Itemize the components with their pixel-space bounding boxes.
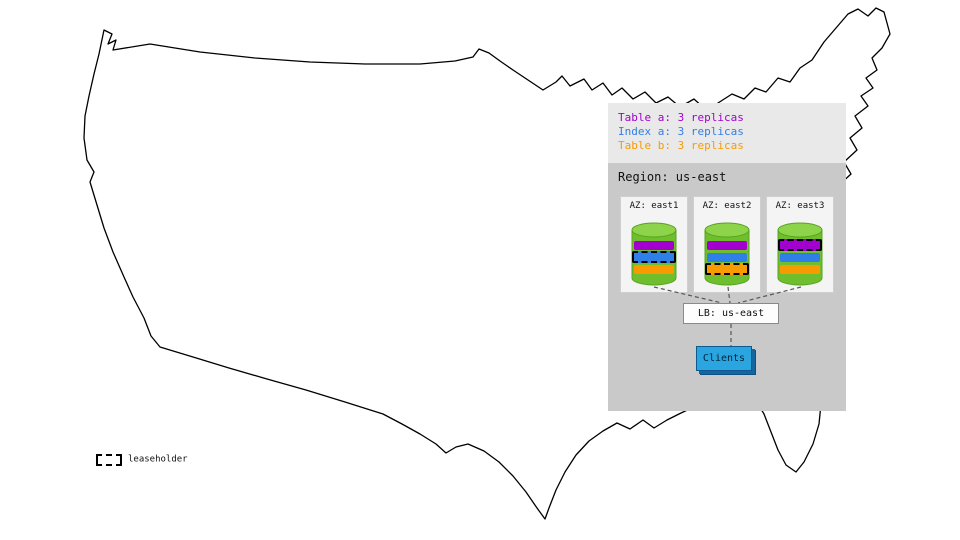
load-balancer-box: LB: us-east bbox=[683, 303, 779, 324]
az-east3: AZ: east3 bbox=[766, 196, 834, 293]
replica-bar-index-a bbox=[707, 253, 747, 262]
az-east1-label: AZ: east1 bbox=[629, 201, 679, 211]
legend-item-table-a: Table a: 3 replicas bbox=[618, 111, 744, 124]
leaseholder-legend: leaseholder bbox=[96, 449, 188, 466]
replica-bar-index-a-leaseholder bbox=[632, 251, 676, 263]
leaseholder-swatch-icon bbox=[96, 453, 122, 466]
az-east3-label: AZ: east3 bbox=[775, 201, 825, 211]
az-east2-label: AZ: east2 bbox=[702, 201, 752, 211]
replica-bar-table-a bbox=[707, 241, 747, 250]
replica-bar-table-b-leaseholder bbox=[705, 263, 749, 275]
az-east2: AZ: east2 bbox=[693, 196, 761, 293]
replica-bar-index-a bbox=[780, 253, 820, 262]
clients-box: Clients bbox=[696, 346, 752, 371]
region-us-east: Region: us-east AZ: east1 AZ: east2 bbox=[608, 163, 846, 411]
replica-legend: Table a: 3 replicas Index a: 3 replicas … bbox=[608, 103, 846, 153]
replica-bar-table-a-leaseholder bbox=[778, 239, 822, 251]
region-label: Region: us-east bbox=[618, 170, 727, 184]
az-east1: AZ: east1 bbox=[620, 196, 688, 293]
legend-item-index-a: Index a: 3 replicas bbox=[618, 125, 744, 138]
leaseholder-legend-label: leaseholder bbox=[128, 454, 188, 465]
replica-bar-table-b bbox=[634, 265, 674, 274]
replica-bar-table-a bbox=[634, 241, 674, 250]
legend-item-table-b: Table b: 3 replicas bbox=[618, 139, 744, 152]
replica-bar-table-b bbox=[780, 265, 820, 274]
